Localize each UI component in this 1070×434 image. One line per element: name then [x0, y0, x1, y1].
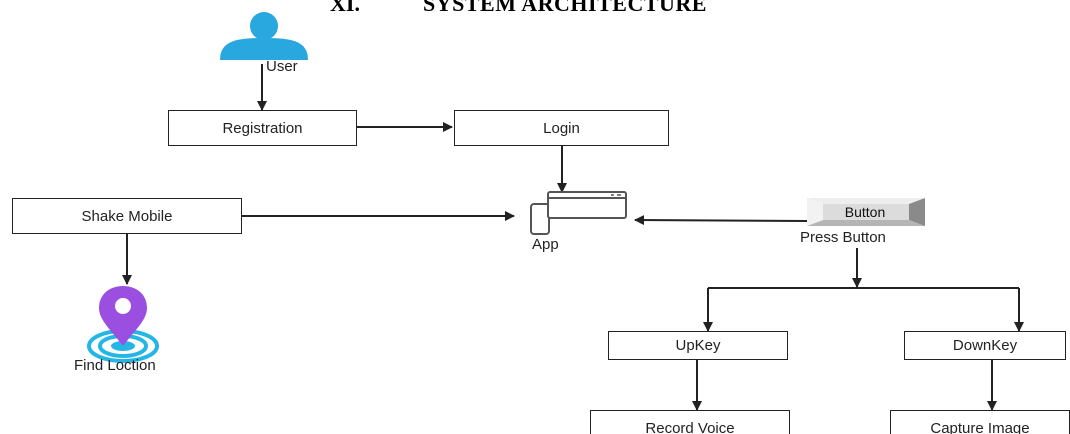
record-voice-box: Record Voice	[590, 410, 790, 434]
login-box: Login	[454, 110, 669, 146]
diagram-heading: XI. SYSTEM ARCHITECTURE	[300, 0, 820, 16]
mobile-app-icon	[530, 191, 627, 235]
user-label: User	[266, 58, 298, 75]
registration-box: Registration	[168, 110, 357, 146]
upkey-box: UpKey	[608, 331, 788, 360]
button-3d-icon: Button	[807, 198, 925, 226]
heading-number: XI.	[330, 0, 360, 16]
press-button-label: Press Button	[800, 229, 886, 246]
user-icon	[220, 12, 308, 60]
capture-image-box: Capture Image	[890, 410, 1070, 434]
downkey-box: DownKey	[904, 331, 1066, 360]
arrow-button-to-app	[634, 215, 808, 226]
find-location-label: Find Loction	[74, 357, 156, 374]
button-label: Button	[844, 204, 886, 220]
app-label: App	[532, 236, 559, 253]
shake-mobile-box: Shake Mobile	[12, 198, 242, 234]
heading-title: SYSTEM ARCHITECTURE	[423, 0, 707, 16]
location-pin-icon	[87, 286, 159, 363]
